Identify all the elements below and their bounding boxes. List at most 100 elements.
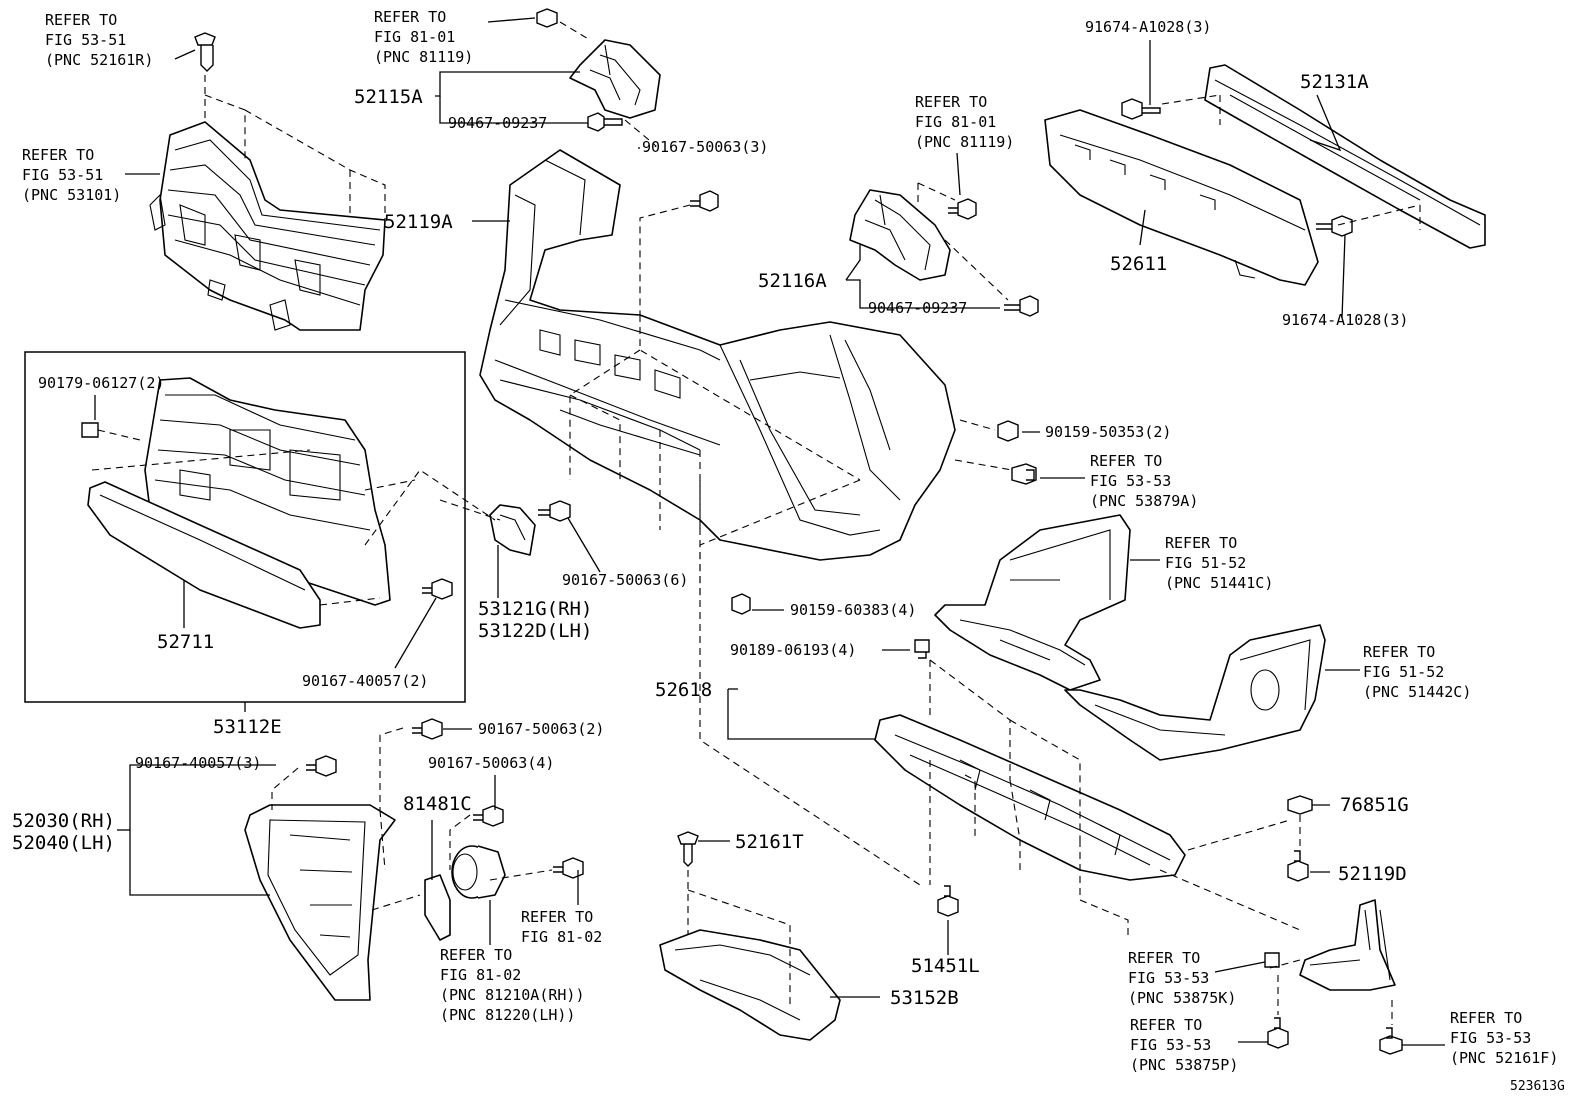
ref-53875k-line2: FIG 53-53 [1128, 969, 1209, 987]
part-90167-40057-2-label: 90167-40057(2) [302, 672, 428, 690]
bumper-cover-drawing [479, 149, 956, 561]
ref-81119-top-line1: REFER TO [374, 8, 446, 26]
bolt-icon [306, 755, 337, 777]
part-52131a-label: 52131A [1300, 71, 1369, 93]
bracket-52116a-drawing [849, 189, 951, 281]
part-53122d-label: 53122D(LH) [478, 620, 592, 642]
ref-81-02-a-line1: REFER TO [521, 908, 593, 926]
ref-81-02-b-line4: (PNC 81220(LH)) [440, 1006, 575, 1024]
ref-81119-top-line2: FIG 81-01 [374, 28, 455, 46]
part-90159-60383-label: 90159-60383(4) [790, 601, 916, 619]
part-90167-50063-3-label: 90167-50063(3) [642, 138, 768, 156]
ref-53875p-line3: (PNC 53875P) [1130, 1056, 1238, 1074]
ref-81119-mid-line2: FIG 81-01 [915, 113, 996, 131]
part-91674-bot-label: 91674-A1028(3) [1282, 311, 1408, 329]
absorber-52611-drawing [1044, 109, 1319, 286]
ref-52161f-label: REFER TO FIG 53-53 (PNC 52161F) [1450, 1009, 1558, 1067]
ref-53101-label: REFER TO FIG 53-51 (PNC 53101) [22, 146, 121, 204]
part-90189-label: 90189-06193(4) [730, 641, 856, 659]
ref-53875k-line3: (PNC 53875K) [1128, 989, 1236, 1007]
clip-icon [1287, 795, 1313, 815]
ref-52161r-line1: REFER TO [45, 11, 117, 29]
part-81481c-label: 81481C [403, 793, 472, 815]
lower-bumper-52618-drawing [874, 714, 1186, 881]
ref-53875p-line1: REFER TO [1130, 1016, 1202, 1034]
clip-icon [914, 639, 930, 659]
ref-81-02-b-label: REFER TO FIG 81-02 (PNC 81210A(RH)) (PNC… [440, 946, 585, 1024]
ref-81119-top-label: REFER TO FIG 81-01 (PNC 81119) [374, 8, 473, 66]
ref-51441c-label: REFER TO FIG 51-52 (PNC 51441C) [1165, 534, 1273, 592]
bolt-icon [1316, 215, 1353, 237]
ref-51441c-line1: REFER TO [1165, 534, 1237, 552]
assembly-lines [91, 21, 1421, 1025]
bolt-icon [1121, 98, 1161, 120]
clip-icon [1379, 1027, 1403, 1055]
ref-51442c-line3: (PNC 51442C) [1363, 683, 1471, 701]
ref-53879a-line2: FIG 53-53 [1090, 472, 1171, 490]
part-90167-50063-6-label: 90167-50063(6) [562, 571, 688, 589]
fog-bracket-drawing [424, 874, 451, 941]
ref-81119-mid-line3: (PNC 81119) [915, 133, 1014, 151]
part-52115a-label: 52115A [354, 86, 423, 108]
grille-molding-52711-drawing [87, 481, 321, 629]
bolt-icon [1004, 295, 1039, 317]
figure-id-label: 523613G [1510, 1079, 1565, 1094]
ref-81-02-b-line2: FIG 81-02 [440, 966, 521, 984]
part-52116a-label: 52116A [758, 270, 827, 292]
part-52119d-label: 52119D [1338, 863, 1407, 885]
ref-52161f-line3: (PNC 52161F) [1450, 1049, 1558, 1067]
ref-52161f-line1: REFER TO [1450, 1009, 1522, 1027]
upper-grille-drawing [149, 121, 386, 331]
bolt-icon [1267, 1017, 1289, 1049]
clip-icon [677, 831, 699, 867]
part-53112e-label: 53112E [213, 716, 282, 738]
ref-53101-line2: FIG 53-51 [22, 166, 103, 184]
part-90467-09237-b-label: 90467-09237 [868, 299, 967, 317]
ref-53875p-label: REFER TO FIG 53-53 (PNC 53875P) [1130, 1016, 1238, 1074]
lower-cover-53152b-drawing [659, 929, 841, 1041]
part-52161t-label: 52161T [735, 831, 804, 853]
bolt-icon [422, 578, 453, 600]
clip-icon [81, 422, 99, 438]
clip-icon [1264, 952, 1280, 968]
clip-icon [194, 32, 216, 72]
ref-51442c-label: REFER TO FIG 51-52 (PNC 51442C) [1363, 643, 1471, 701]
leader-lines [94, 17, 1445, 1046]
ref-52161r-line3: (PNC 52161R) [45, 51, 153, 69]
bracket-52115a-drawing [569, 39, 661, 119]
ref-51441c-line3: (PNC 51441C) [1165, 574, 1273, 592]
part-90167-40057-3-label: 90167-40057(3) [135, 754, 261, 772]
part-52618-label: 52618 [655, 679, 712, 701]
ref-51442c-line1: REFER TO [1363, 643, 1435, 661]
part-52611-label: 52611 [1110, 253, 1167, 275]
part-52030-label: 52030(RH) [12, 810, 115, 832]
reinforcement-52131a-drawing [1204, 64, 1486, 249]
splash-shield-51441c-drawing [934, 514, 1131, 691]
part-90167-50063-4-label: 90167-50063(4) [428, 754, 554, 772]
part-53152b-label: 53152B [890, 987, 959, 1009]
part-52711-label: 52711 [157, 631, 214, 653]
ref-52161r-line2: FIG 53-51 [45, 31, 126, 49]
bolt-icon [553, 857, 584, 879]
ref-53879a-line3: (PNC 53879A) [1090, 492, 1198, 510]
part-53121g-label: 53121G(RH) [478, 598, 592, 620]
bolt-icon [473, 805, 504, 827]
bolt-icon [538, 500, 571, 522]
ref-52161f-line2: FIG 53-53 [1450, 1029, 1531, 1047]
ref-81119-top-line3: (PNC 81119) [374, 48, 473, 66]
ref-81-02-a-label: REFER TO FIG 81-02 [521, 908, 602, 946]
ref-81-02-a-line2: FIG 81-02 [521, 928, 602, 946]
corner-bracket-drawing [1299, 899, 1396, 991]
ref-81119-mid-line1: REFER TO [915, 93, 987, 111]
bolt-icon [937, 885, 959, 917]
nut-icon [997, 420, 1019, 442]
part-90159-50353-label: 90159-50353(2) [1045, 423, 1171, 441]
bracket-53121g-drawing [489, 504, 536, 556]
part-90179-label: 90179-06127(2) [38, 374, 164, 392]
ref-53875p-line2: FIG 53-53 [1130, 1036, 1211, 1054]
part-52040-label: 52040(LH) [12, 832, 115, 854]
bolt-icon [731, 593, 751, 615]
ref-53101-line1: REFER TO [22, 146, 94, 164]
ref-51441c-line2: FIG 51-52 [1165, 554, 1246, 572]
